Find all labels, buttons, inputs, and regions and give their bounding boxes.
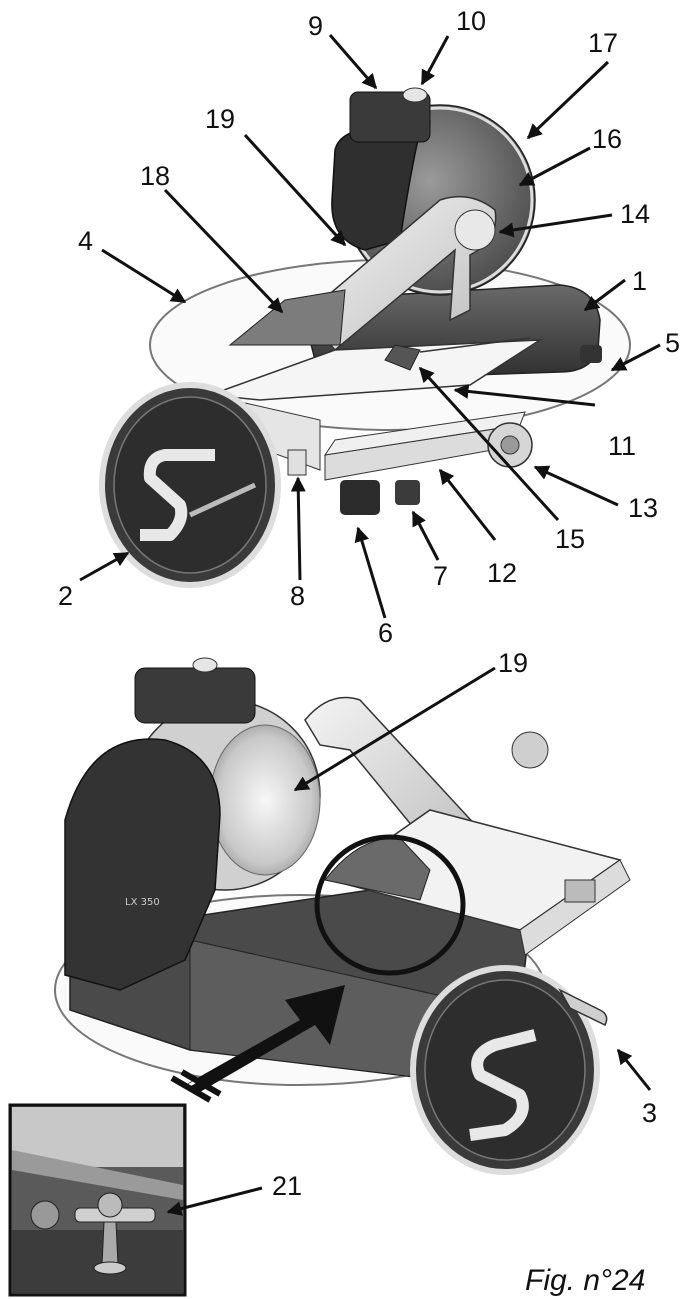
handwheel-bottom [410, 965, 600, 1175]
arrow-13 [533, 465, 619, 507]
arrow-17 [526, 60, 610, 140]
figure-caption: Fig. n°24 [525, 1264, 645, 1297]
model-badge: LX 350 [125, 897, 160, 908]
label-1: 1 [632, 266, 647, 296]
inset-bolt [30, 1200, 60, 1230]
handwheel-top [99, 382, 281, 588]
arrow-10 [420, 35, 450, 86]
blade-face [209, 724, 321, 876]
s-logo-top [140, 449, 215, 541]
label-21: 21 [272, 1171, 302, 1201]
slicer-top-view [99, 87, 631, 588]
label-19-bottom: 19 [498, 648, 528, 678]
label-18: 18 [140, 161, 170, 191]
arrow-8 [290, 476, 306, 581]
arrow-21 [166, 1186, 263, 1216]
slide-tray-top [323, 411, 526, 456]
arrow-1 [583, 278, 626, 312]
label-13: 13 [628, 493, 658, 523]
product-plate [228, 289, 346, 346]
detail-inset: 21 [8, 1103, 302, 1297]
label-15: 15 [555, 524, 585, 554]
arrow-6 [354, 526, 387, 619]
arrow-9 [328, 34, 378, 90]
sharpener-cap [349, 91, 431, 143]
slicer-bottom-view: LX 350 [54, 657, 631, 1175]
sharpener-bottom [134, 667, 256, 724]
arrow-12 [438, 468, 497, 541]
knob-bottom [511, 731, 549, 769]
carriage-arm [303, 195, 497, 352]
label-3: 3 [642, 1098, 657, 1128]
arrow-18 [163, 188, 284, 314]
arrow-11 [453, 383, 596, 407]
top-callouts: 1 2 4 5 6 7 8 9 10 11 12 13 14 15 16 17 [58, 6, 680, 648]
arrow-19-bottom [293, 666, 496, 792]
crank-handle [558, 988, 608, 1026]
label-5: 5 [665, 328, 680, 358]
bottom-callouts: 19 3 [293, 648, 657, 1128]
highlight-circle [314, 834, 466, 976]
inset-valve-stem [101, 1221, 119, 1266]
arrow-3 [616, 1048, 652, 1091]
label-12: 12 [487, 558, 517, 588]
foot-5 [580, 345, 602, 363]
arrow-7 [411, 510, 440, 561]
arrow-5 [610, 343, 661, 372]
arrow-14 [498, 213, 613, 238]
label-6: 6 [378, 618, 393, 648]
sharpener-knob-bottom [192, 657, 218, 673]
arm-pivot [454, 209, 496, 251]
arrow-19-top [243, 133, 347, 247]
arrow-15 [418, 366, 560, 522]
foot-6 [340, 480, 380, 515]
label-16: 16 [592, 124, 622, 154]
inset-valve-head [97, 1192, 123, 1218]
arrow-16 [518, 146, 591, 187]
carriage-lock [287, 449, 307, 476]
thickness-knob-center [500, 435, 520, 455]
arrow-4 [101, 248, 187, 304]
arrow-2 [79, 551, 130, 582]
label-19-top: 19 [205, 104, 235, 134]
label-10: 10 [456, 6, 486, 36]
motor-shroud [64, 738, 221, 991]
zoom-arrow [185, 985, 345, 1092]
s-logo-bottom [469, 1029, 537, 1141]
label-4: 4 [78, 226, 93, 256]
label-8: 8 [290, 581, 305, 611]
foot-7 [395, 480, 420, 505]
label-9: 9 [308, 11, 323, 41]
sharpener-knob [402, 87, 428, 103]
product-plate-bottom [324, 837, 431, 901]
label-17: 17 [588, 28, 618, 58]
pusher-handle [384, 344, 421, 371]
label-14: 14 [620, 199, 650, 229]
label-7: 7 [433, 561, 448, 591]
lock-bottom [564, 879, 596, 903]
label-2: 2 [58, 581, 73, 611]
label-11: 11 [608, 431, 636, 461]
